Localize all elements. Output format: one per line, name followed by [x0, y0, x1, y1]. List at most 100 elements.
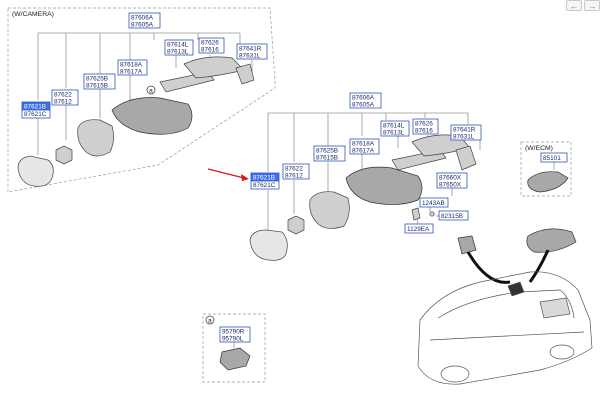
camera-callout-letter: a	[149, 88, 153, 95]
label-87618A-87617A-camera[interactable]: 87618A 87617A	[117, 59, 148, 76]
label-87621B-87621C-main[interactable]: 87621B 87621C	[250, 172, 280, 190]
red-pointer-arrow	[207, 168, 249, 181]
inside-rear-view-mirror	[526, 228, 577, 253]
label-87606A-87605A-camera[interactable]: 87606A 87605A	[128, 12, 161, 29]
main-mirror-glass	[249, 229, 288, 261]
camera-side-repeater	[235, 63, 255, 85]
svg-text:87617A: 87617A	[120, 69, 143, 76]
svg-text:95790L: 95790L	[222, 336, 244, 343]
label-87641R-87631L-camera[interactable]: 87641R 87631L	[236, 43, 268, 60]
svg-text:87641R: 87641R	[239, 46, 262, 53]
svg-text:87625B: 87625B	[316, 148, 338, 155]
svg-text:87641R: 87641R	[453, 127, 476, 134]
svg-text:87612: 87612	[285, 173, 303, 180]
label-82315B[interactable]: 82315B	[438, 210, 469, 221]
label-1243AB[interactable]: 1243AB	[419, 197, 449, 208]
svg-text:87631L: 87631L	[453, 134, 475, 141]
detail-a-group: a 95790R 95790L	[202, 313, 266, 383]
svg-text:87650X: 87650X	[439, 182, 462, 189]
svg-text:87625B: 87625B	[86, 76, 108, 83]
svg-text:87606A: 87606A	[352, 95, 375, 102]
label-87625B-87615B-camera[interactable]: 87625B 87615B	[83, 73, 116, 90]
camera-mirror-glass	[17, 155, 54, 187]
detail-a-letter: a	[208, 318, 212, 325]
label-87621B-87621C-camera[interactable]: 87621B 87621C	[21, 101, 51, 119]
clip-part	[411, 207, 421, 221]
camera-variant-group: (W/CAMERA) a 87606A 87605A 87614L 87613L…	[7, 7, 276, 193]
svg-text:1243AB: 1243AB	[422, 200, 445, 207]
main-actuator	[287, 215, 305, 235]
label-87622-87612-camera[interactable]: 87622 87612	[51, 89, 79, 106]
prev-page-button[interactable]: ←	[566, 0, 582, 11]
label-87660X-87650X[interactable]: 87660X 87650X	[436, 172, 468, 189]
svg-text:87616: 87616	[201, 47, 219, 54]
svg-text:87621C: 87621C	[253, 182, 276, 189]
svg-text:87618A: 87618A	[352, 141, 375, 148]
svg-text:87615B: 87615B	[86, 83, 108, 90]
main-mirror-holder	[309, 191, 350, 229]
svg-text:87618A: 87618A	[120, 62, 143, 69]
ecm-inside-mirror	[527, 171, 569, 193]
svg-text:87614L: 87614L	[167, 42, 189, 49]
label-87641R-87631L-main[interactable]: 87641R 87631L	[450, 124, 482, 141]
svg-text:87626: 87626	[201, 40, 219, 47]
label-87618A-87617A-main[interactable]: 87618A 87617A	[349, 138, 380, 155]
main-variant-group: 87606A 87605A 87614L 87613L 87626 87616 …	[207, 92, 482, 261]
label-85101[interactable]: 85101	[540, 152, 568, 163]
screw-part	[429, 211, 435, 217]
label-87606A-87605A-main[interactable]: 87606A 87605A	[349, 92, 382, 109]
side-camera-part	[219, 347, 251, 371]
svg-text:87626: 87626	[415, 121, 433, 128]
svg-text:82315B: 82315B	[441, 213, 463, 220]
svg-text:87631L: 87631L	[239, 53, 261, 60]
svg-text:87621B: 87621B	[253, 175, 275, 182]
label-95790R-95790L[interactable]: 95790R 95790L	[219, 326, 251, 343]
camera-mirror-housing	[111, 97, 193, 135]
svg-text:87621B: 87621B	[24, 104, 46, 111]
label-1129EA[interactable]: 1129EA	[404, 223, 434, 234]
camera-mirror-holder	[77, 119, 114, 157]
label-87614L-87613L-camera[interactable]: 87614L 87613L	[164, 39, 194, 56]
main-side-repeater	[455, 145, 477, 171]
vehicle-outline	[417, 271, 593, 385]
camera-scalp-cover	[183, 56, 245, 79]
right-leader-lines	[415, 188, 453, 225]
svg-text:87660X: 87660X	[439, 175, 462, 182]
svg-text:95790R: 95790R	[222, 329, 245, 336]
svg-text:87614L: 87614L	[383, 123, 405, 130]
label-87625B-87615B-main[interactable]: 87625B 87615B	[313, 145, 346, 162]
svg-text:87622: 87622	[54, 92, 72, 99]
svg-text:87605A: 87605A	[352, 102, 375, 109]
right-parts-group: 87660X 87650X 1243AB 82315B 1129EA	[404, 172, 511, 284]
svg-text:87616: 87616	[415, 128, 433, 135]
ecm-group-border	[520, 141, 572, 197]
label-87626-87616-main[interactable]: 87626 87616	[412, 118, 439, 135]
ecm-variant-title: (W/ECM)	[525, 145, 553, 152]
main-mirror-housing	[345, 166, 423, 205]
camera-group-border	[7, 7, 276, 193]
detail-a-border	[202, 313, 266, 383]
label-87614L-87613L-main[interactable]: 87614L 87613L	[380, 120, 410, 137]
label-87626-87616-camera[interactable]: 87626 87616	[198, 37, 225, 54]
camera-variant-title: (W/CAMERA)	[12, 11, 54, 18]
svg-text:87605A: 87605A	[131, 22, 154, 29]
link-line-to-vehicle-2	[528, 249, 550, 283]
svg-text:1129EA: 1129EA	[407, 226, 430, 233]
svg-text:87613L: 87613L	[167, 49, 189, 56]
svg-text:87612: 87612	[54, 99, 72, 106]
ecm-variant-group: (W/ECM) 85101	[520, 141, 572, 197]
svg-text:87606A: 87606A	[131, 15, 154, 22]
link-line-to-vehicle	[466, 251, 511, 284]
inside-mirror-cover	[457, 235, 477, 255]
svg-text:87622: 87622	[285, 166, 303, 173]
svg-text:85101: 85101	[543, 155, 561, 162]
svg-text:87621C: 87621C	[24, 111, 47, 118]
camera-callout-circle	[146, 85, 156, 95]
camera-actuator	[55, 145, 73, 165]
label-87622-87612-main[interactable]: 87622 87612	[282, 163, 310, 180]
detail-a-circle	[205, 315, 215, 325]
svg-text:87613L: 87613L	[383, 130, 405, 137]
svg-text:87615B: 87615B	[316, 155, 338, 162]
svg-text:87617A: 87617A	[352, 148, 375, 155]
